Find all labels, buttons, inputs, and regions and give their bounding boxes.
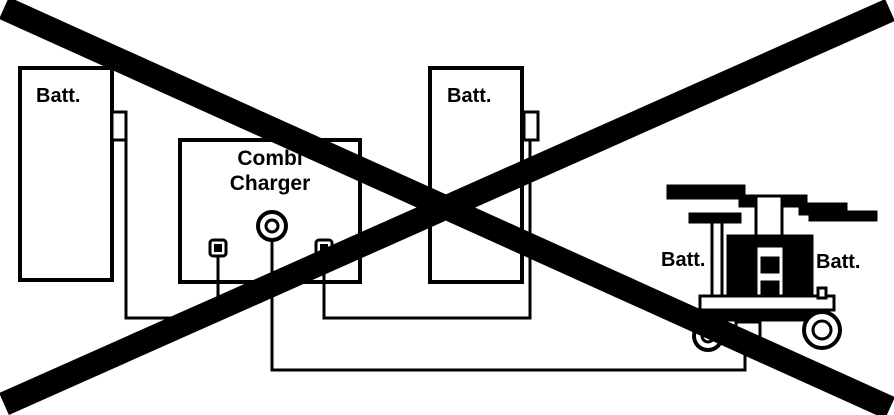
battery-terminal-icon <box>522 110 540 142</box>
round-jack-icon <box>256 210 288 242</box>
charger-label-line2: Charger <box>229 172 311 196</box>
vehicle-battery-left-label: Batt. <box>661 249 706 271</box>
wire-middle-battery <box>322 140 532 320</box>
charger-label: Combi Charger <box>180 146 360 196</box>
battery-left-label: Batt. <box>36 85 81 107</box>
small-socket-icon <box>208 238 228 258</box>
battery-left <box>18 66 128 282</box>
battery-terminal-icon <box>110 110 128 142</box>
wheel-icon <box>802 310 842 350</box>
battery-middle-label: Batt. <box>447 85 492 107</box>
vehicle-battery-right-label: Batt. <box>816 251 861 273</box>
charger-label-line1: Combi <box>237 147 303 170</box>
